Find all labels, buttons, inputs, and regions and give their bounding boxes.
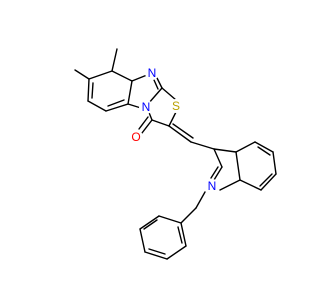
bond-lines (74, 48, 277, 260)
atom-label-s-ring: S (169, 99, 183, 113)
atom-label-n-bridge: N (139, 100, 153, 114)
atom-label-o-keto: O (129, 130, 143, 144)
atom-label-n-imine: N (145, 66, 159, 80)
atom-label-n-indole: N (205, 179, 219, 193)
atom-symbol-o-keto: O (131, 130, 140, 144)
atom-symbol-s-ring: S (172, 99, 180, 113)
atom-symbol-n-bridge: N (142, 100, 151, 114)
atom-symbol-n-indole: N (208, 179, 217, 193)
atom-symbol-n-imine: N (148, 66, 157, 80)
molecule-structure: N S N O N (74, 48, 277, 260)
